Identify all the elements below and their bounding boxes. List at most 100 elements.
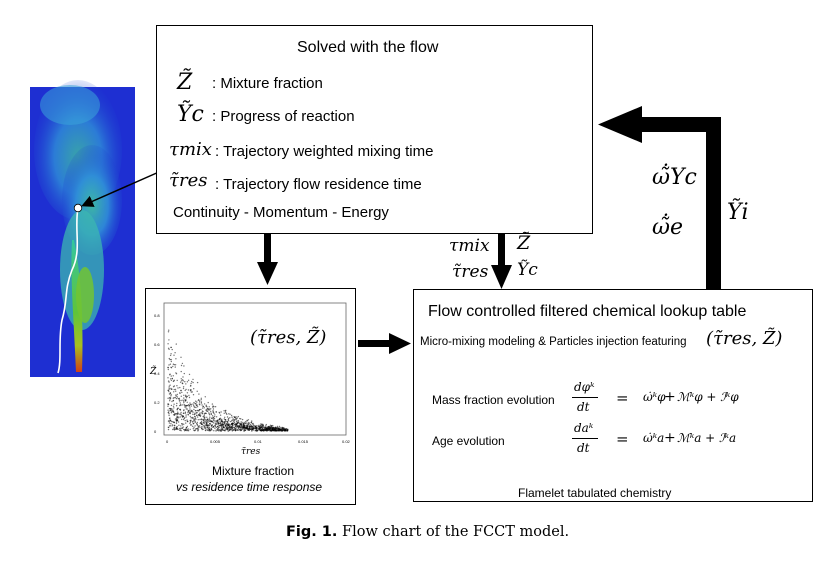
scatter-point (231, 423, 234, 425)
scatter-point (190, 424, 193, 426)
scatter-point (263, 429, 265, 431)
scatter-point (265, 425, 267, 427)
scatter-point (202, 428, 204, 430)
scatter-point (234, 417, 236, 419)
scatter-point (192, 411, 194, 413)
scatter-point (224, 426, 227, 428)
scatter-point (230, 414, 233, 417)
scatter-point (218, 425, 220, 427)
scatter-point (251, 425, 253, 428)
scatter-point (212, 416, 214, 419)
scatter-point (223, 410, 225, 412)
scatter-point (170, 366, 172, 368)
scatter-point (192, 403, 194, 405)
scatter-point (250, 421, 252, 424)
scatter-point (194, 406, 196, 408)
scatter-point (269, 430, 271, 432)
scatter-point (201, 427, 203, 429)
scatter-point (167, 405, 169, 407)
arrow-to-particle (81, 167, 169, 207)
scatter-point (169, 417, 171, 419)
scatter-point (180, 425, 182, 427)
scatter-point (190, 417, 192, 419)
scatter-point (189, 422, 191, 425)
scatter-point (247, 429, 249, 431)
scatter-point (238, 426, 240, 428)
scatter-point (177, 416, 179, 418)
scatter-point (224, 411, 227, 413)
scatter-point (219, 421, 221, 423)
scatter-point (236, 429, 239, 431)
scatter-point (208, 406, 210, 408)
scatter-point (183, 428, 185, 431)
scatter-point (270, 425, 273, 427)
scatter-y-tick-label: 0 (154, 429, 157, 434)
scatter-point (208, 429, 210, 432)
scatter-point (261, 427, 264, 430)
scatter-point (234, 425, 237, 428)
scatter-point (168, 387, 170, 389)
scatter-point (172, 409, 174, 411)
scatter-point (167, 397, 169, 399)
scatter-point (172, 380, 175, 383)
scatter-point (182, 426, 184, 428)
scatter-point (201, 412, 204, 414)
scatter-point (246, 426, 248, 429)
scatter-point (196, 424, 199, 426)
scatter-point (208, 426, 211, 429)
scatter-points (167, 329, 289, 432)
scatter-point (205, 420, 208, 422)
scatter-point (169, 363, 172, 365)
scatter-point (178, 424, 180, 426)
scatter-point (200, 408, 202, 411)
scatter-point (181, 382, 184, 384)
scatter-point (217, 429, 219, 432)
scatter-point (249, 426, 251, 428)
scatter-point (203, 423, 205, 425)
scatter-point (174, 364, 177, 366)
scatter-point (187, 428, 189, 430)
scatter-x-tick-label: 0.005 (210, 439, 221, 444)
scatter-point (210, 411, 212, 413)
scatter-point (253, 426, 256, 428)
caption-text: Flow chart of the FCCT model. (342, 524, 570, 540)
scatter-point (196, 390, 198, 392)
scatter-point (223, 423, 225, 425)
scatter-point (171, 410, 173, 412)
scatter-point (184, 411, 187, 413)
mass-fraction-label: Mass fraction evolution (432, 393, 555, 407)
scatter-point (258, 427, 260, 429)
scatter-point (204, 396, 206, 398)
scatter-point (219, 417, 221, 419)
scatter-point (177, 397, 180, 400)
scatter-point (170, 379, 173, 382)
scatter-point (196, 409, 199, 412)
scatter-point (251, 427, 253, 430)
scatter-point (180, 370, 182, 373)
scatter-point (168, 329, 170, 331)
scatter-point (172, 428, 174, 431)
scatter-point (198, 401, 201, 403)
scatter-point (196, 404, 198, 406)
scatter-point (168, 339, 170, 341)
scatter-point (191, 380, 193, 383)
scatter-point (199, 426, 201, 429)
scatter-point (175, 397, 178, 400)
scatter-point (184, 399, 187, 402)
scatter-point (220, 430, 222, 432)
scatter-point (237, 419, 240, 422)
scatter-point (193, 401, 195, 404)
label-progress-reaction: : Progress of reaction (212, 108, 355, 125)
scatter-point (189, 415, 191, 418)
scatter-point (242, 423, 244, 425)
scatter-point (189, 421, 192, 423)
age-equals: = (616, 430, 629, 448)
scatter-point (170, 423, 172, 425)
scatter-point (179, 381, 182, 383)
scatter-point (189, 402, 191, 404)
scatter-point (277, 428, 279, 431)
scatter-point (171, 348, 173, 351)
scatter-point (192, 413, 194, 415)
